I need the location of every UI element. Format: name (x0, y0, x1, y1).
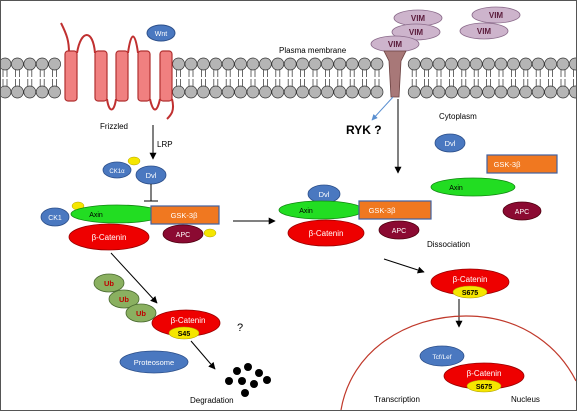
beta-catenin-nuclear: β-Catenin S675 (443, 362, 525, 393)
vim-filament: VIM (459, 22, 509, 40)
vim-filament: VIM (471, 6, 521, 24)
beta-catenin-s675-free: β-Catenin S675 (430, 268, 510, 299)
gsk3b-protein-middle: GSK-3β (358, 200, 432, 220)
ubiquitin-chain: Ub Ub Ub (93, 273, 157, 323)
gsk3b-label: GSK-3β (171, 211, 199, 220)
lrp-label: LRP (157, 140, 173, 149)
apc-protein-middle: APC (378, 220, 420, 240)
vim-filaments: VIM VIM VIM VIM VIM (370, 6, 521, 53)
proteosome-arrow (190, 340, 216, 370)
beta-catenin-label: β-Catenin (309, 229, 344, 238)
beta-catenin-label: β-Catenin (92, 233, 127, 242)
proteosome: Proteosome (119, 350, 189, 374)
tcf-lef-protein: Tcf/Lef (419, 345, 465, 367)
apc-label: APC (176, 232, 190, 239)
s675-label: S675 (462, 290, 478, 297)
dvl-label: Dvl (445, 139, 456, 148)
apc-label: APC (515, 209, 529, 216)
dvl-label: Dvl (319, 190, 330, 199)
beta-catenin-label: β-Catenin (453, 275, 488, 284)
dvl-protein-left: Dvl (135, 165, 167, 185)
phosphate-dot (127, 156, 141, 166)
beta-catenin-middle: β-Catenin (287, 219, 365, 247)
ubiquitin: Ub (125, 303, 157, 323)
vim-filament: VIM (391, 23, 441, 41)
proteosome-label: Proteosome (134, 358, 174, 367)
gsk3b-label: GSK-3β (494, 160, 522, 169)
vim-filament: VIM (393, 9, 443, 27)
vim-filament: VIM (370, 35, 420, 53)
axin-label: Axin (449, 185, 463, 192)
s45-label: S45 (178, 331, 191, 338)
axin-protein-free: Axin (430, 177, 516, 197)
degradation-label: Degradation (190, 396, 234, 405)
apc-protein-free: APC (502, 201, 542, 221)
gsk3b-label: GSK-3β (369, 206, 397, 215)
dvl-label: Dvl (146, 171, 157, 180)
phosphate-dot (203, 228, 217, 238)
beta-catenin-label: β-Catenin (467, 369, 502, 378)
ub-label: Ub (119, 295, 129, 304)
beta-catenin-s45: β-Catenin S45 (151, 309, 221, 340)
ryk-arrow (371, 96, 394, 121)
tcf-lef-label: Tcf/Lef (432, 354, 451, 361)
wnt-label: Wnt (155, 31, 168, 38)
ck1-label: CK1 (48, 215, 62, 222)
s675-label: S675 (476, 384, 492, 391)
vim-label: VIM (489, 11, 504, 20)
dissociation-label: Dissociation (427, 240, 470, 249)
nucleus-label: Nucleus (511, 395, 540, 404)
beta-catenin-left: β-Catenin (68, 223, 150, 251)
frizzled-receptor (60, 22, 175, 120)
axin-label: Axin (89, 212, 103, 219)
vim-label: VIM (477, 27, 492, 36)
beta-catenin-label: β-Catenin (171, 316, 206, 325)
question-mark: ? (237, 322, 243, 334)
dvl-inhibition (144, 184, 158, 202)
plasma-membrane (1, 57, 576, 99)
axin-protein-left: Axin (70, 204, 164, 224)
ub-label: Ub (136, 309, 146, 318)
ck1-protein: CK1 (40, 207, 70, 227)
ubiquitin: Ub (93, 273, 125, 293)
ubiquitin: Ub (108, 289, 140, 309)
nuclear-translocation-arrow (383, 258, 425, 274)
axin-label: Axin (299, 208, 313, 215)
ryk-receptor (383, 50, 407, 98)
transcription-label: Transcription (374, 395, 420, 404)
ck1a-label: CK1α (109, 169, 125, 175)
nucleus-envelope (340, 315, 576, 410)
ub-label: Ub (104, 279, 114, 288)
vim-label: VIM (388, 40, 403, 49)
cytoplasm-label: Cytoplasm (439, 112, 477, 121)
apc-protein-left: APC (162, 224, 204, 244)
axin-protein-middle: Axin (278, 200, 364, 220)
degraded-fragments (225, 363, 271, 397)
apc-label: APC (392, 228, 406, 235)
ryk-label: RYK ? (346, 123, 382, 137)
dvl-protein-free: Dvl (434, 133, 466, 153)
degradation-arrow (110, 252, 158, 304)
dvl-protein-middle: Dvl (307, 184, 341, 204)
gsk3b-protein-free: GSK-3β (486, 154, 558, 174)
vim-label: VIM (409, 28, 424, 37)
frizzled-label: Frizzled (100, 122, 128, 131)
wnt-ligand: Wnt (146, 24, 176, 42)
gsk3b-protein-left: GSK-3β (150, 205, 220, 225)
vim-label: VIM (411, 14, 426, 23)
plasma-membrane-label: Plasma membrane (279, 46, 347, 55)
ck1a-protein: CK1α (102, 161, 132, 179)
